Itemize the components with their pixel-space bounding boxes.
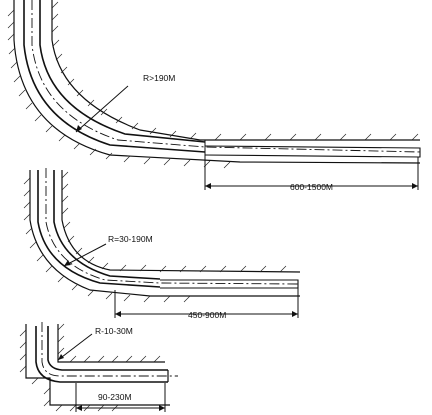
casing-wall-right bbox=[47, 326, 168, 371]
formation-wall-outer bbox=[13, 0, 421, 164]
length-label: 600-1500M bbox=[290, 182, 333, 192]
radius-leader-arrow bbox=[64, 260, 71, 266]
casing-wall-right bbox=[53, 170, 161, 280]
well-centerline bbox=[31, 0, 421, 153]
radius-label: R-10-30M bbox=[95, 326, 133, 336]
formation-wall-inner bbox=[61, 170, 301, 273]
hatching-outer-2 bbox=[23, 177, 191, 303]
horizontal-section bbox=[204, 145, 421, 158]
formation-wall-inner bbox=[57, 324, 165, 363]
panel-medium-radius: R=30-190M 450-900M bbox=[23, 168, 301, 320]
radius-leader bbox=[63, 243, 107, 267]
well-centerline bbox=[41, 322, 178, 377]
radius-label: R>190M bbox=[143, 73, 175, 83]
length-label: 90-230M bbox=[98, 392, 132, 402]
radius-leader-arrow bbox=[58, 354, 64, 360]
horizontal-section bbox=[160, 279, 299, 289]
panel-short-radius: R-10-30M 90-230M bbox=[19, 322, 178, 412]
hatching-inner-2 bbox=[61, 171, 287, 273]
radius-leader bbox=[75, 85, 129, 133]
hatching-inner-1 bbox=[51, 1, 419, 141]
radius-label: R=30-190M bbox=[108, 234, 153, 244]
length-label: 450-900M bbox=[188, 310, 226, 320]
casing-wall-left bbox=[23, 0, 206, 153]
formation-wall-outer bbox=[29, 170, 300, 297]
well-centerline bbox=[45, 168, 299, 285]
casing-wall-left bbox=[35, 326, 168, 383]
formation-wall-inner bbox=[51, 0, 420, 141]
casing-wall-right bbox=[39, 0, 206, 143]
radius-leader-arrow bbox=[76, 125, 82, 132]
hatching-inner-3 bbox=[57, 323, 161, 363]
casing-wall-left bbox=[37, 170, 161, 288]
radius-leader bbox=[57, 333, 93, 361]
hatching-outer-1 bbox=[7, 9, 231, 169]
panel-long-radius: R>190M 600-1500M bbox=[7, 0, 421, 192]
